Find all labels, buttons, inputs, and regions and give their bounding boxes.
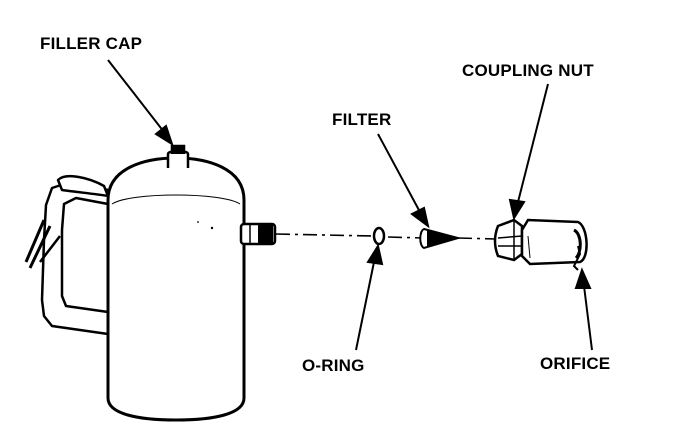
arrow-coupling-nut — [517, 83, 549, 203]
coupling-nut — [493, 218, 524, 262]
coupling-nut-label: COUPLING NUT — [462, 61, 594, 80]
orifice-label: ORIFICE — [540, 354, 611, 373]
filter — [419, 227, 462, 250]
tank-handle-bracket — [24, 175, 110, 336]
filter-label: FILTER — [332, 110, 392, 129]
arrow-orifice — [583, 285, 593, 351]
tank — [106, 156, 246, 422]
orifice-body — [520, 218, 588, 271]
filler-cap — [166, 144, 190, 168]
arrow-o-ring — [355, 261, 375, 351]
filler-cap-label: FILLER CAP — [40, 34, 143, 53]
o-ring-label: O-RING — [302, 356, 365, 375]
arrow-filter — [377, 133, 421, 213]
arrow-filler-cap — [107, 59, 165, 133]
leader-arrows — [107, 59, 593, 351]
assembly-centerline — [275, 233, 497, 240]
outlet-fitting — [239, 222, 277, 246]
o-ring — [372, 226, 386, 246]
